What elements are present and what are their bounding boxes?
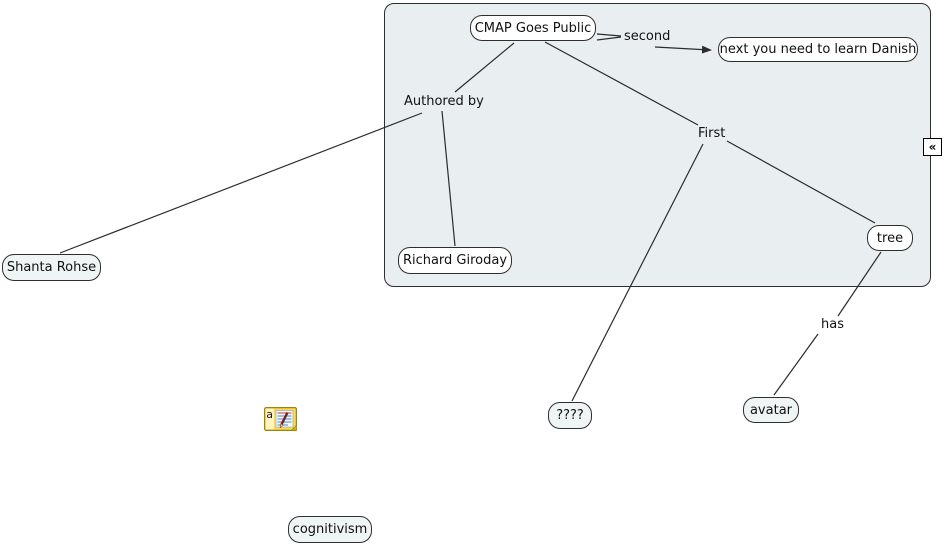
edge-authored-by-to-shanta-rohse[interactable] [59,112,423,254]
note-letter: a [266,408,273,421]
concept-node-next-you-need-to-learn-danish[interactable]: next you need to learn Danish [718,37,918,62]
collapse-panel-button[interactable]: « [923,138,942,156]
note-left-tab [265,408,274,430]
link-label-second[interactable]: second [624,29,671,44]
concept-node-shanta-rohse[interactable]: Shanta Rohse [2,254,101,281]
concept-node-tree[interactable]: tree [867,225,913,251]
annotation-note-icon[interactable]: a [264,407,298,435]
concept-node-richard-giroday[interactable]: Richard Giroday [398,247,512,274]
concept-node-avatar[interactable]: avatar [743,397,799,423]
pencil-body [280,411,289,426]
link-label-first[interactable]: First [698,126,726,141]
pencil-tip [279,423,284,429]
link-label-has[interactable]: has [821,317,844,332]
link-label-authored-by[interactable]: Authored by [404,94,484,109]
concept-node-cognitivism[interactable]: cognitivism [288,516,372,543]
edge-has-to-avatar[interactable] [773,333,819,396]
folded-corner [290,424,298,431]
concept-node-question-marks[interactable]: ???? [548,402,592,429]
concept-node-cmap-goes-public[interactable]: CMAP Goes Public [470,15,596,41]
